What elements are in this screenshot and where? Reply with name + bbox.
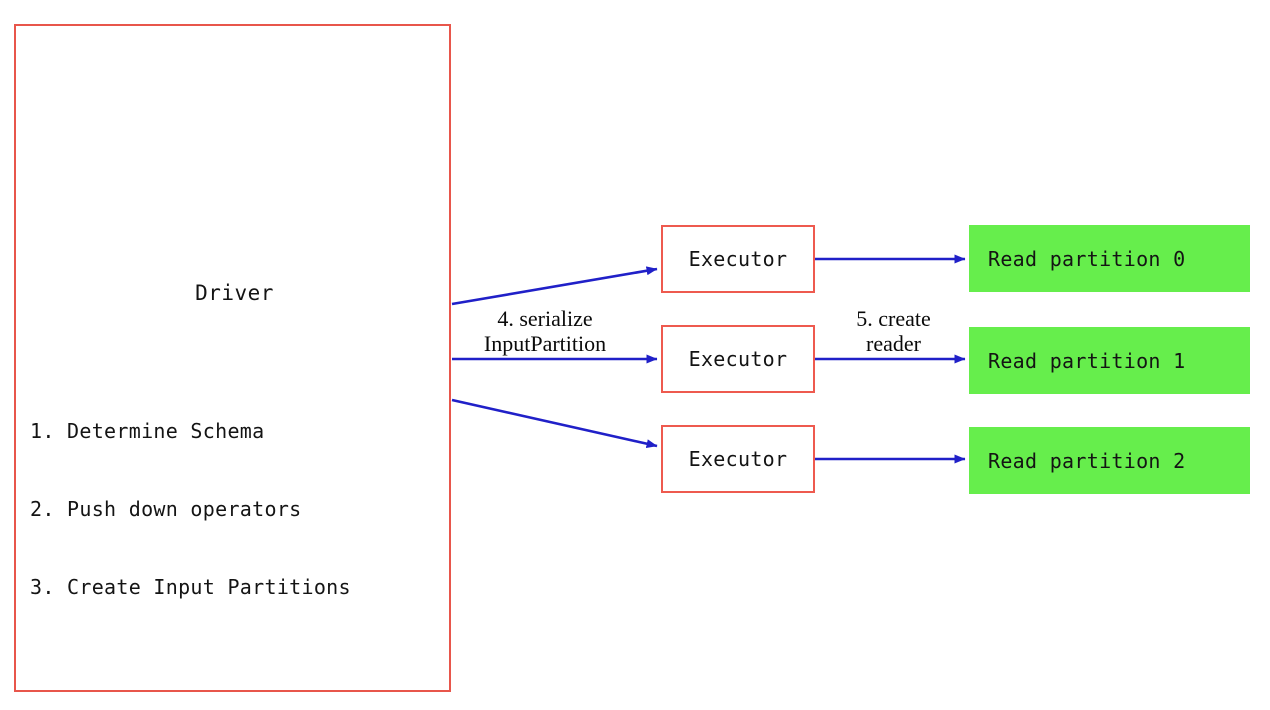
edge-label-create-reader: 5. create reader: [826, 306, 961, 356]
partition-box-1: Read partition 1: [969, 327, 1250, 394]
executor-label-2: Executor: [688, 447, 788, 471]
partition-box-0: Read partition 0: [969, 225, 1250, 292]
driver-step-3: 3. Create Input Partitions: [30, 575, 351, 599]
arrow-driver-to-executor-0: [451, 266, 658, 306]
edge-label-create-reader-line2: reader: [866, 331, 921, 356]
partition-label-1: Read partition 1: [988, 348, 1186, 373]
executor-box-0: Executor: [661, 225, 815, 293]
partition-label-0: Read partition 0: [988, 246, 1186, 271]
partition-box-2: Read partition 2: [969, 427, 1250, 494]
executor-label-0: Executor: [688, 247, 788, 271]
driver-step-2: 2. Push down operators: [30, 497, 302, 521]
driver-title: Driver: [195, 281, 274, 305]
executor-box-2: Executor: [661, 425, 815, 493]
arrow-driver-to-executor-2: [451, 398, 658, 449]
edge-label-serialize-line1: 4. serialize: [497, 306, 593, 331]
edge-label-serialize: 4. serialize InputPartition: [455, 306, 635, 356]
driver-box: Driver 1. Determine Schema 2. Push down …: [14, 24, 451, 692]
driver-step-1: 1. Determine Schema: [30, 419, 265, 443]
executor-label-1: Executor: [688, 347, 788, 371]
partition-label-2: Read partition 2: [988, 448, 1186, 473]
edge-label-serialize-line2: InputPartition: [483, 331, 607, 356]
driver-steps-list: 1. Determine Schema 2. Push down operato…: [30, 366, 351, 652]
edge-label-create-reader-line1: 5. create: [856, 306, 931, 331]
executor-box-1: Executor: [661, 325, 815, 393]
